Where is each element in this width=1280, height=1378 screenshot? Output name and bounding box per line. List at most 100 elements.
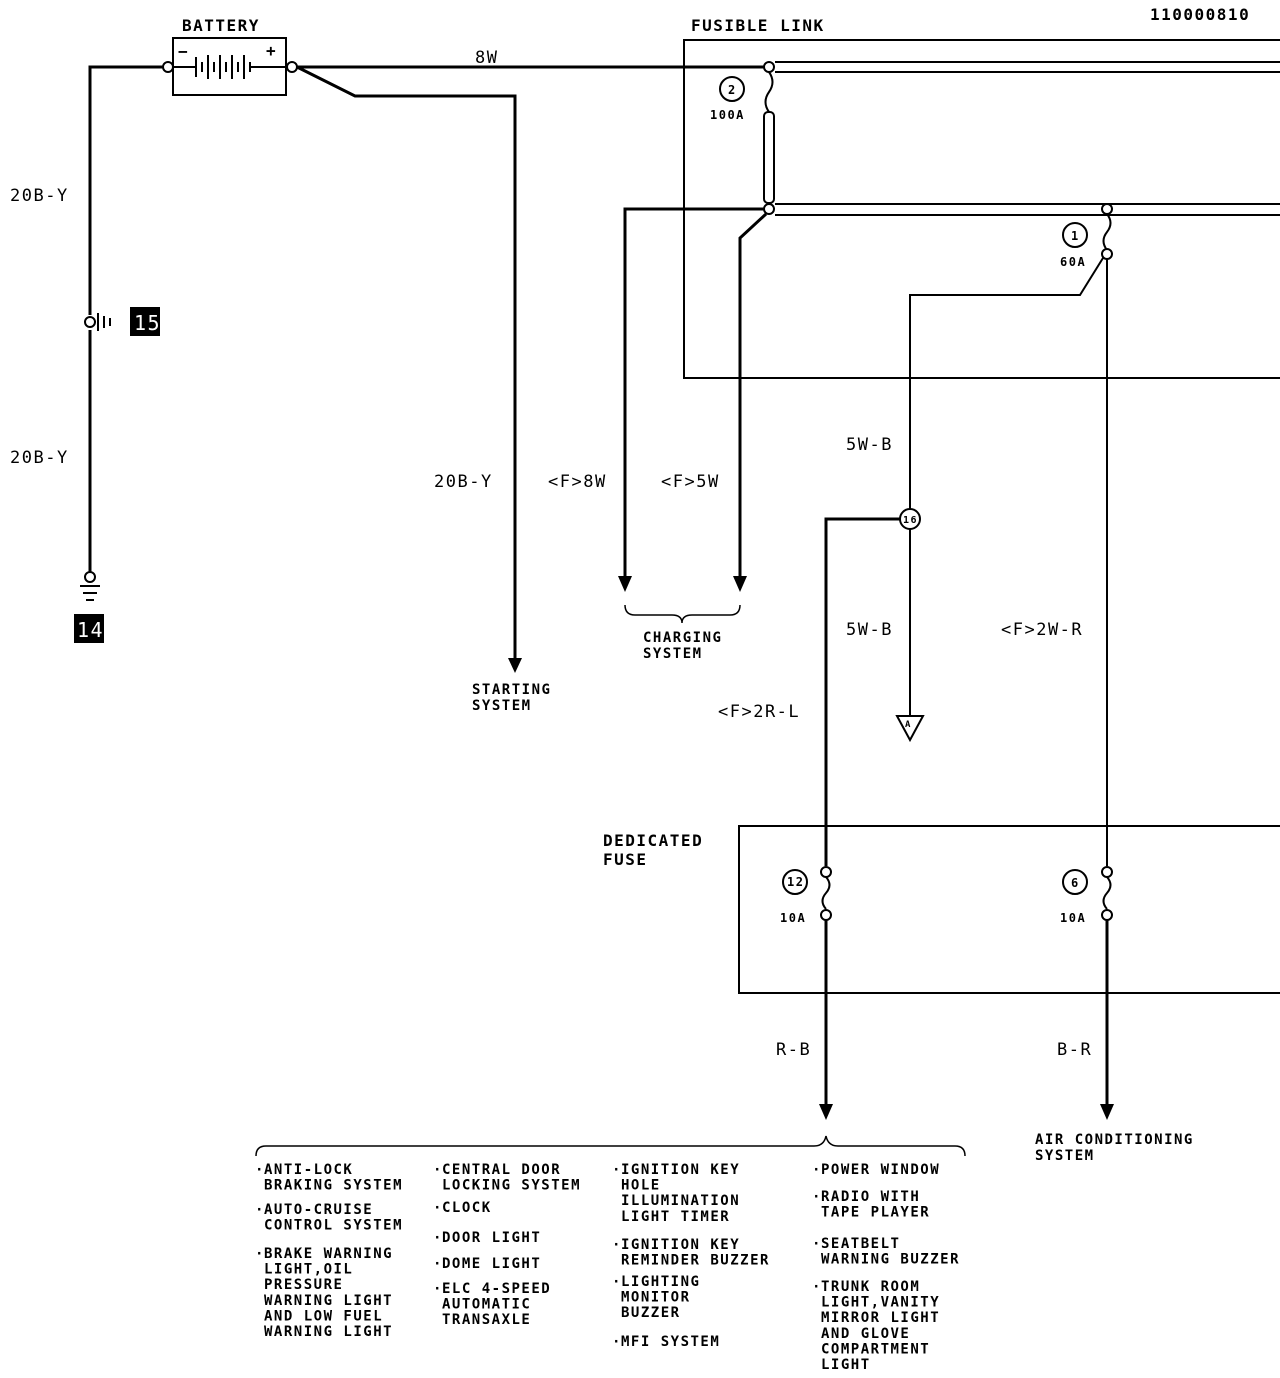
- load-item-line: REMINDER BUZZER: [621, 1253, 770, 1269]
- charging-8w-label: <F>8W: [548, 472, 607, 492]
- fuse1-number: 1: [1071, 229, 1080, 243]
- dedicated-fuse-title-2: FUSE: [603, 850, 648, 869]
- load-item-line: SEATBELT: [821, 1236, 900, 1252]
- load-item-line: ANTI-LOCK: [264, 1162, 353, 1178]
- starting-wire: [296, 65, 517, 660]
- starting-wire-label: 20B-Y: [434, 472, 493, 492]
- load-item-line: CLOCK: [442, 1200, 492, 1216]
- load-item-line: CONTROL SYSTEM: [264, 1218, 403, 1234]
- fuse6-rating: 10A: [1060, 911, 1086, 925]
- load-bullet: ·: [433, 1256, 443, 1272]
- ground-wire-label-top: 20B-Y: [10, 186, 69, 206]
- load-item-line: BUZZER: [621, 1305, 681, 1321]
- fuse12-element-icon: [821, 876, 831, 910]
- charging-5w-wire: [738, 212, 768, 578]
- load-item-line: MIRROR LIGHT: [821, 1310, 940, 1326]
- fuse6-number-circle: [1062, 869, 1088, 895]
- fuse6-bottom-terminal: [1101, 909, 1113, 921]
- load-bullet: ·: [812, 1279, 822, 1295]
- fuse2-element-icon: [764, 71, 774, 113]
- load-bullet: ·: [255, 1202, 265, 1218]
- load-bullet: ·: [812, 1236, 822, 1252]
- fuse12-top-terminal: [820, 866, 832, 878]
- fuse6-number: 6: [1071, 876, 1080, 890]
- charging-5w-label: <F>5W: [661, 472, 720, 492]
- fusible-busbars: [775, 61, 1280, 216]
- load-bullet: ·: [433, 1281, 443, 1297]
- load-item-line: LOCKING SYSTEM: [442, 1178, 581, 1194]
- load-bullet: ·: [812, 1162, 822, 1178]
- arrow-a-icon: [895, 715, 925, 743]
- load-item-line: WARNING LIGHT: [264, 1293, 393, 1309]
- br-label: B-R: [1057, 1040, 1092, 1060]
- load-item-line: RADIO WITH: [821, 1189, 920, 1205]
- fuse12-number: 12: [787, 875, 804, 889]
- ac-system-label-1: AIR CONDITIONING: [1035, 1132, 1194, 1148]
- load-item-line: AND GLOVE: [821, 1326, 910, 1342]
- starting-arrow-icon: [508, 658, 522, 673]
- load-item-line: AUTOMATIC: [442, 1297, 531, 1313]
- load-item-line: LIGHTING: [621, 1274, 700, 1290]
- w5b-wire: [909, 257, 1104, 510]
- load-item-line: DOME LIGHT: [442, 1256, 541, 1272]
- fuse2-number: 2: [728, 83, 737, 97]
- charging-8w-wire: [623, 207, 764, 578]
- load-bullet: ·: [612, 1274, 622, 1290]
- load-item-line: MONITOR: [621, 1290, 691, 1306]
- connector-15-icon: [84, 313, 111, 331]
- ac-system-label-2: SYSTEM: [1035, 1148, 1095, 1164]
- fuse1-top-terminal: [1101, 203, 1113, 215]
- document-id: 110000810: [1150, 5, 1250, 24]
- load-item-line: LIGHT: [821, 1357, 871, 1373]
- fuse1-number-circle: [1062, 222, 1088, 248]
- load-item-line: AUTO-CRUISE: [264, 1202, 373, 1218]
- fuse6-top-terminal: [1101, 866, 1113, 878]
- load-item-line: TRUNK ROOM: [821, 1279, 920, 1295]
- load-item-line: PRESSURE: [264, 1277, 343, 1293]
- load-item-line: HOLE: [621, 1178, 661, 1194]
- load-item-line: IGNITION KEY: [621, 1237, 740, 1253]
- fuse2-bottom-terminal: [763, 203, 775, 215]
- dedicated-fuse-title-1: DEDICATED: [603, 831, 703, 850]
- load-bullet: ·: [812, 1189, 822, 1205]
- starting-system-label-2: SYSTEM: [472, 698, 532, 714]
- battery-label: BATTERY: [182, 16, 260, 35]
- loads-brace-icon: [255, 1135, 966, 1157]
- fuse12-rating: 10A: [780, 911, 806, 925]
- fusible-link-title: FUSIBLE LINK: [691, 16, 825, 35]
- charging-system-label-1: CHARGING: [643, 630, 722, 646]
- battery-neg-terminal: [162, 61, 174, 73]
- load-item-line: LIGHT TIMER: [621, 1209, 730, 1225]
- w5b-label-top: 5W-B: [846, 435, 893, 455]
- load-item-line: BRAKE WARNING: [264, 1246, 393, 1262]
- battery-minus: −: [178, 42, 189, 61]
- load-item-line: TRANSAXLE: [442, 1312, 531, 1328]
- ground-icon: [80, 571, 100, 601]
- arrow-a-label: A: [905, 720, 912, 730]
- load-bullet: ·: [255, 1162, 265, 1178]
- fuse12-number-circle: [782, 869, 808, 895]
- load-bullet: ·: [433, 1230, 443, 1246]
- load-bullet: ·: [433, 1200, 443, 1216]
- load-item-line: COMPARTMENT: [821, 1341, 930, 1357]
- load-item-line: LIGHT,OIL: [264, 1262, 353, 1278]
- w5b-label-bottom: 5W-B: [846, 620, 893, 640]
- load-bullet: ·: [612, 1334, 622, 1350]
- load-item-line: DOOR LIGHT: [442, 1230, 541, 1246]
- load-item-line: WARNING BUZZER: [821, 1252, 960, 1268]
- connector-14-badge: [74, 614, 104, 643]
- charging-8w-arrow-icon: [618, 576, 632, 592]
- load-item-line: AND LOW FUEL: [264, 1308, 383, 1324]
- fuse1-bottom-terminal: [1101, 248, 1113, 260]
- fuse2-link-body: [763, 111, 775, 204]
- battery-cells-icon: [168, 55, 292, 79]
- f2rl-wire: [824, 517, 900, 866]
- load-item-line: LIGHT,VANITY: [821, 1295, 940, 1311]
- fuse1-element-icon: [1102, 213, 1112, 251]
- battery-pos-terminal: [286, 61, 298, 73]
- dedicated-fuse-box: [738, 825, 1280, 994]
- load-item-line: MFI SYSTEM: [621, 1334, 720, 1350]
- fuse2-top-terminal: [763, 61, 775, 73]
- junction-16-label: 16: [903, 515, 918, 526]
